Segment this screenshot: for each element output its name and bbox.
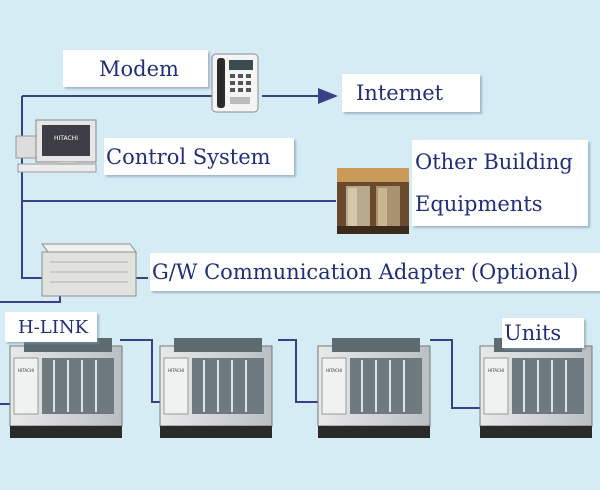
unit-4-brand: HITACHI	[488, 368, 504, 373]
control-system-label-text: Control System	[106, 144, 271, 169]
units-label-text: Units	[504, 321, 562, 345]
modem-label-text: Modem	[99, 56, 179, 81]
unit-3: HITACHI	[317, 338, 431, 438]
other-building-label: Other Building Equipments	[412, 140, 588, 226]
computer-icon: HITACHI	[15, 119, 97, 173]
unit-3-brand: HITACHI	[326, 368, 342, 373]
modem-icon	[211, 53, 259, 113]
other-building-line1: Other Building	[415, 150, 573, 174]
unit-chain-line	[120, 339, 480, 409]
other-building-line2: Equipments	[415, 192, 543, 216]
unit-1-brand: HITACHI	[18, 368, 34, 373]
unit-2: HITACHI	[159, 338, 273, 438]
control-system-label: Control System	[104, 138, 294, 175]
gw-adapter-label: G/W Communication Adapter (Optional)	[150, 253, 600, 291]
hlink-label: H-LINK	[5, 312, 97, 342]
units-label: Units	[502, 318, 584, 348]
modem-label: Modem	[63, 50, 208, 87]
unit-2-brand: HITACHI	[168, 368, 184, 373]
adapter-icon	[41, 243, 137, 297]
internet-label-text: Internet	[356, 81, 444, 105]
monitor-brand-text: HITACHI	[54, 135, 78, 142]
unit-4: HITACHI	[479, 338, 593, 438]
gw-adapter-label-text: G/W Communication Adapter (Optional)	[152, 260, 579, 284]
internet-label: Internet	[342, 74, 480, 112]
hlink-label-text: H-LINK	[18, 316, 89, 338]
unit-1: HITACHI	[9, 338, 123, 438]
elevator-photo	[337, 168, 409, 234]
